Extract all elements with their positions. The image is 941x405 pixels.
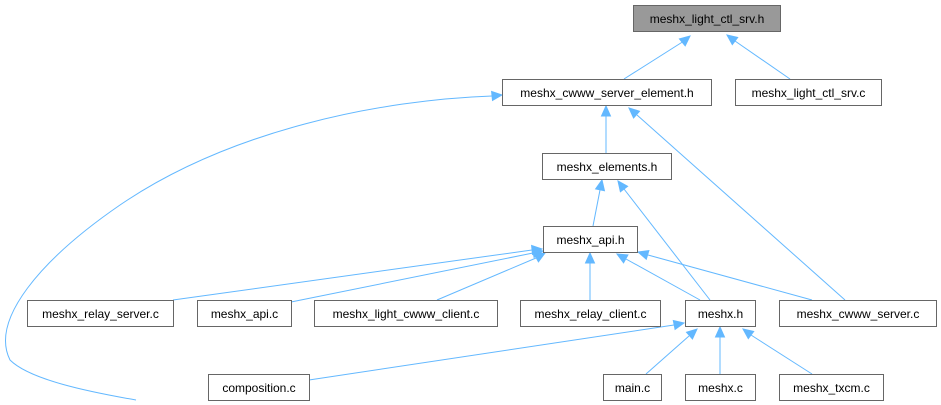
node-label: meshx_light_cwww_client.c [333,307,480,321]
arrowhead-icon [584,251,596,264]
node-box[interactable] [27,300,174,327]
edge-line [636,114,846,301]
node-box[interactable] [520,300,661,327]
node-meshx-h[interactable]: meshx.h [685,300,756,327]
edge-main-c-to-meshx-h [645,328,698,375]
node-label: meshx_cwww_server_element.h [520,86,693,100]
node-light-ctl-srv-h[interactable]: meshx_light_ctl_srv.h [633,5,781,32]
node-composition-c[interactable]: composition.c [208,374,310,401]
edge-txcm-c-to-meshx-h [742,328,813,375]
edge-cwww-server-c-to-cwww-server-element-h [628,107,846,301]
edge-cwww-server-element-h-to-light-ctl-srv-h [623,35,691,80]
node-relay-client-c[interactable]: meshx_relay_client.c [520,300,661,327]
arrowhead-icon [726,34,739,46]
edge-line [436,257,537,301]
node-label: meshx_relay_server.c [42,307,159,321]
node-label: meshx_light_ctl_srv.h [650,12,765,26]
edge-line [5,95,493,401]
edges-layer [5,34,846,401]
node-box[interactable] [779,300,937,327]
arrowhead-icon [600,104,612,117]
edge-meshx-c-to-meshx-h [714,325,726,374]
edge-line [623,188,711,301]
node-box[interactable] [543,226,638,253]
arrowhead-icon [491,90,504,102]
node-cwww-server-element-h[interactable]: meshx_cwww_server_element.h [502,79,712,106]
node-box[interactable] [542,153,672,180]
root-node-box[interactable] [633,5,781,32]
arrowhead-icon [628,107,641,119]
edge-composition-c-to-meshx-h [308,319,686,381]
node-api-h[interactable]: meshx_api.h [543,226,638,253]
edge-meshx-h-to-elements-h [617,180,711,301]
edge-light-cwww-client-c-to-api-h [436,252,547,301]
arrowhead-icon [615,253,629,264]
edge-composition-c-to-cwww-server-element-h [5,90,504,401]
edge-elements-h-to-cwww-server-element-h [600,104,612,153]
node-label: meshx_api.c [211,307,278,321]
node-box[interactable] [197,300,292,327]
node-label: meshx_elements.h [557,160,658,174]
arrowhead-icon [742,328,755,340]
node-label: meshx_relay_client.c [534,307,646,321]
node-box[interactable] [685,300,756,327]
node-light-ctl-srv-c[interactable]: meshx_light_ctl_srv.c [735,79,882,106]
edge-line [625,258,701,301]
edge-line [734,40,791,80]
arrowhead-icon [672,319,686,331]
edge-line [172,249,533,301]
edge-line [290,252,534,303]
node-elements-h[interactable]: meshx_elements.h [542,153,672,180]
arrowhead-icon [678,35,691,47]
node-box[interactable] [685,374,756,401]
node-light-cwww-client-c[interactable]: meshx_light_cwww_client.c [314,300,498,327]
edge-api-c-to-api-h [290,247,545,303]
edge-line [592,189,601,227]
node-api-c[interactable]: meshx_api.c [197,300,292,327]
edge-line [623,40,685,80]
node-label: meshx_cwww_server.c [797,307,920,321]
node-main-c[interactable]: main.c [603,374,662,401]
arrowhead-icon [714,325,726,338]
edge-api-h-to-elements-h [592,178,606,227]
edge-line [647,254,813,301]
edge-relay-server-c-to-api-h [172,244,544,301]
arrowhead-icon [685,328,698,340]
node-label: meshx_txcm.c [793,381,870,395]
node-label: meshx.c [698,381,743,395]
edge-cwww-server-c-to-api-h [636,249,813,301]
edge-relay-client-c-to-api-h [584,251,596,300]
node-box[interactable] [314,300,498,327]
edge-line [308,324,675,381]
node-box[interactable] [735,79,882,106]
node-box[interactable] [603,374,662,401]
node-label: meshx_api.h [556,233,624,247]
arrowhead-icon [594,178,606,192]
edge-meshx-h-to-api-h [615,253,701,301]
edge-line [750,334,813,375]
node-txcm-c[interactable]: meshx_txcm.c [779,374,884,401]
node-cwww-server-c[interactable]: meshx_cwww_server.c [779,300,937,327]
node-label: main.c [615,381,650,395]
arrowhead-icon [533,252,547,263]
node-relay-server-c[interactable]: meshx_relay_server.c [27,300,174,327]
node-box[interactable] [502,79,712,106]
nodes-layer: meshx_light_ctl_srv.h meshx_cwww_server_e… [27,5,937,401]
edge-light-ctl-srv-c-to-light-ctl-srv-h [726,34,791,80]
arrowhead-icon [617,180,629,193]
node-box[interactable] [208,374,310,401]
node-label: composition.c [222,381,295,395]
node-label: meshx.h [698,307,743,321]
node-label: meshx_light_ctl_srv.c [752,86,866,100]
node-box[interactable] [779,374,884,401]
arrowhead-icon [636,249,650,261]
node-meshx-c[interactable]: meshx.c [685,374,756,401]
edge-line [645,335,690,375]
